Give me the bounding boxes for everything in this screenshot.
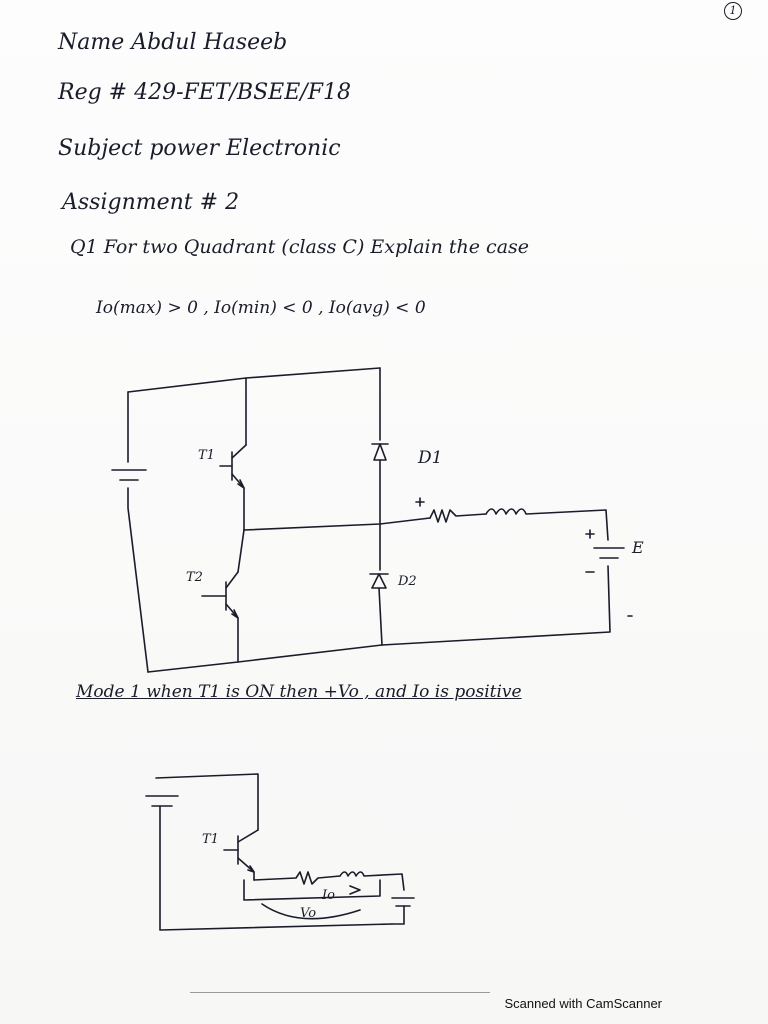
t2-label: T2	[186, 570, 203, 585]
d1-label: D1	[418, 448, 443, 468]
subject: Subject power Electronic	[58, 136, 341, 161]
student-name: Name Abdul Haseeb	[58, 30, 288, 55]
e-source-label: E	[632, 538, 644, 557]
question-prompt: Q1 For two Quadrant (class C) Explain th…	[70, 236, 530, 258]
mode1-io-label: Io	[322, 888, 335, 903]
d2-label: D2	[398, 574, 417, 589]
footer-rule	[190, 992, 490, 993]
page-number: 1	[724, 2, 742, 20]
mode1-vo-label: Vo	[300, 906, 317, 921]
registration-number: Reg # 429-FET/BSEE/F18	[58, 80, 351, 105]
mode1-t1-label: T1	[202, 832, 219, 847]
mode1-description: Mode 1 when T1 is ON then +Vo , and Io i…	[76, 682, 522, 702]
assignment-number: Assignment # 2	[62, 190, 240, 215]
t1-label: T1	[198, 448, 215, 463]
question-condition: Io(max) > 0 , Io(min) < 0 , Io(avg) < 0	[96, 298, 426, 318]
camscanner-footer: Scanned with CamScanner	[504, 996, 662, 1011]
